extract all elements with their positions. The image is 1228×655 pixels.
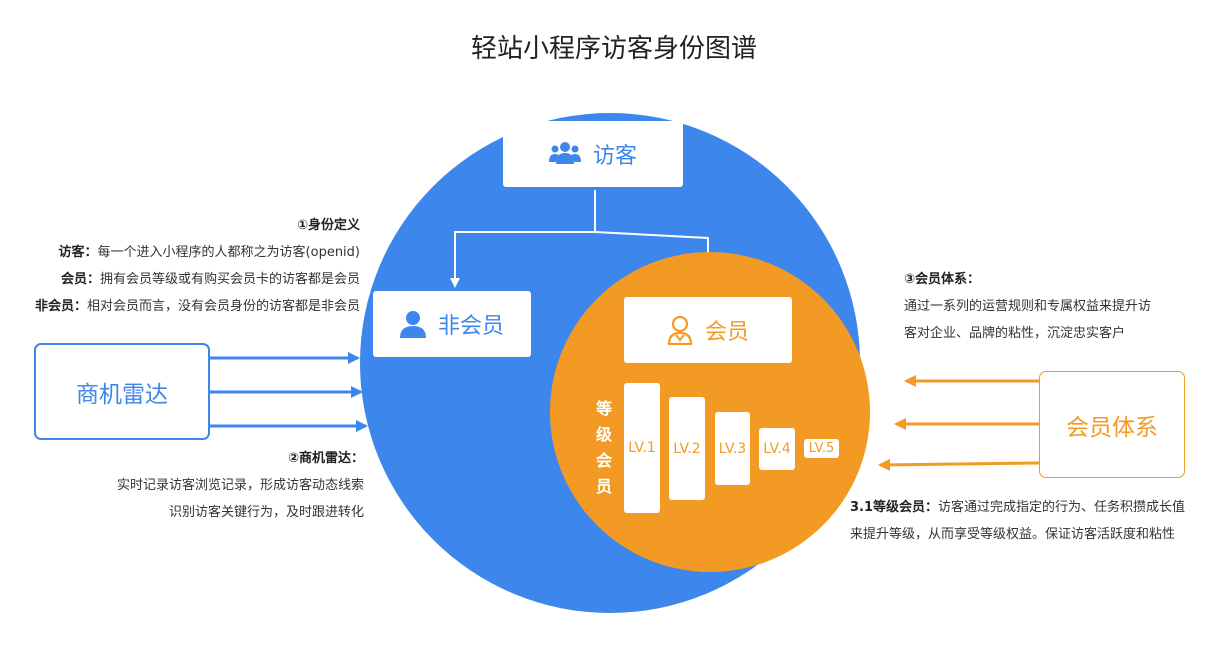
level-bar-4: LV.4 [759, 428, 795, 470]
nonmember-box: 非会员 [373, 291, 531, 357]
member-system-line: 客对企业、品牌的粘性，沉淀忠实客户 [904, 326, 1126, 341]
visitor-box: 访客 [503, 121, 683, 187]
users-icon [548, 140, 581, 168]
visitor-label: 访客 [592, 144, 637, 169]
level-bar-2: LV.2 [669, 397, 705, 500]
page-title: 轻站小程序访客身份图谱 [470, 34, 757, 64]
business-radar-note: ②商机雷达： 实时记录访客浏览记录，形成访客动态线索 识别访客关键行为，及时跟进… [20, 445, 364, 526]
identity-line: 访客：每一个进入小程序的人都称之为访客(openid) [58, 245, 360, 260]
level-member-line: 来提升等级，从而享受等级权益。保证访客活跃度和粘性 [850, 527, 1176, 542]
level-member-line: 3.1等级会员：访客通过完成指定的行为、任务积攒成长值 [850, 500, 1186, 515]
level-bar-3: LV.3 [715, 412, 750, 485]
level-member-note: 3.1等级会员：访客通过完成指定的行为、任务积攒成长值 来提升等级，从而享受等级… [850, 494, 1220, 548]
level-bar-1: LV.1 [624, 383, 660, 513]
level-char: 会 [595, 451, 612, 470]
identity-heading: ①身份定义 [296, 218, 360, 233]
level-bar-5: LV.5 [804, 439, 839, 458]
radar-heading: ②商机雷达： [287, 451, 364, 466]
business-radar-box: 商机雷达 [34, 343, 210, 440]
radar-line: 实时记录访客浏览记录，形成访客动态线索 [116, 478, 364, 493]
radar-line: 识别访客关键行为，及时跟进转化 [168, 505, 364, 520]
member-system-box: 会员体系 [1039, 371, 1185, 478]
member-box: 会员 [624, 297, 792, 363]
member-label: 会员 [704, 320, 749, 345]
member-system-arrow-3 [878, 458, 1040, 471]
identity-line: 非会员：相对会员而言，没有会员身份的访客都是非会员 [34, 299, 360, 314]
member-system-note: ③会员体系： 通过一系列的运营规则和专属权益来提升访 客对企业、品牌的粘性，沉淀… [904, 266, 1204, 347]
identity-line: 会员：拥有会员等级或有购买会员卡的访客都是会员 [60, 272, 360, 287]
member-system-line: 通过一系列的运营规则和专属权益来提升访 [904, 299, 1152, 314]
level-char: 等 [595, 399, 612, 418]
member-system-heading: ③会员体系： [904, 272, 981, 287]
arrow-to-nonmember [450, 190, 596, 288]
level-char: 级 [595, 425, 612, 444]
user-icon [399, 310, 426, 338]
level-member-vertical-label: 等 级 会 员 [592, 396, 616, 500]
level-char: 员 [595, 477, 612, 496]
nonmember-label: 非会员 [437, 314, 504, 339]
member-icon [667, 315, 693, 345]
identity-definition-note: ①身份定义 访客：每一个进入小程序的人都称之为访客(openid) 会员：拥有会… [20, 212, 360, 320]
